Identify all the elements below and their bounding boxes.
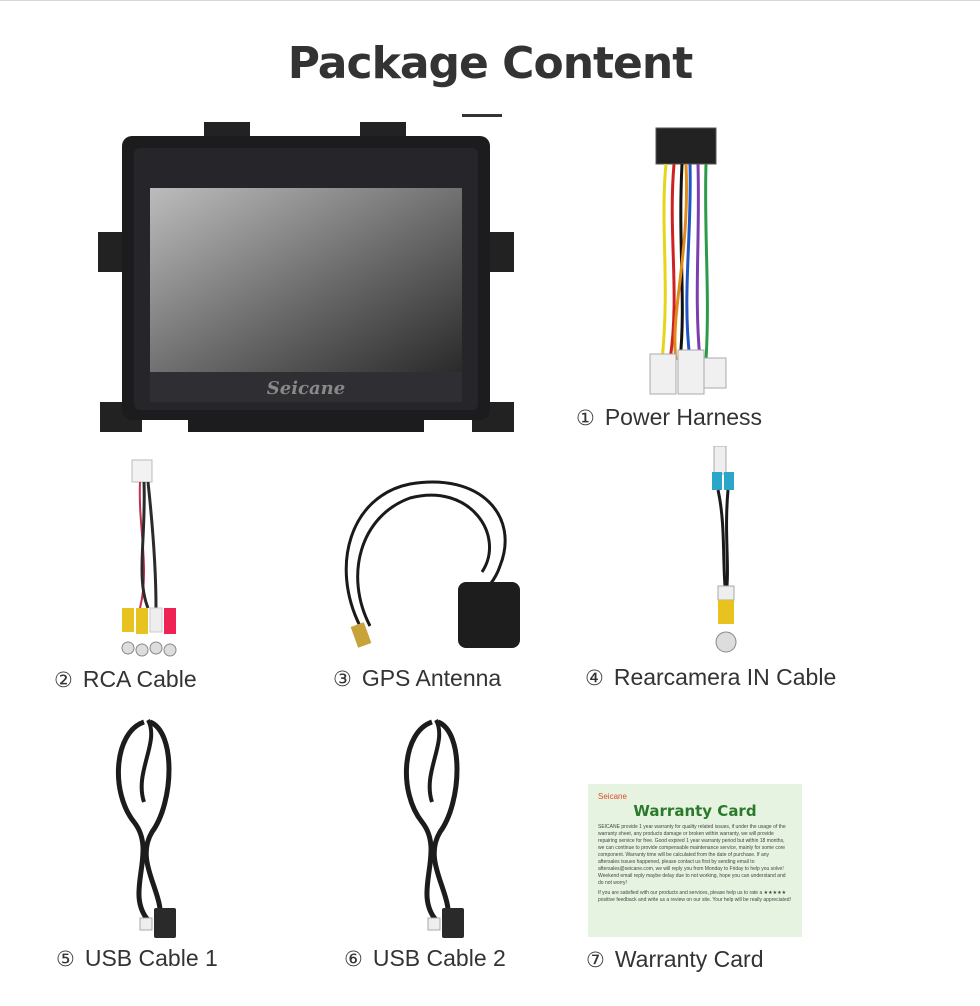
title-underline (462, 114, 502, 117)
warranty-card-image: Seicane Warranty Card SEICANE provide 1 … (588, 784, 802, 937)
warranty-paragraph-2: If you are satisfied with our products a… (598, 890, 791, 903)
warranty-paragraph-1: SEICANE provide 1 year warranty for qual… (598, 824, 786, 886)
warranty-body: SEICANE provide 1 year warranty for qual… (598, 824, 792, 904)
rca-cable-image (110, 458, 190, 668)
gps-antenna-image (330, 476, 530, 656)
rearcamera-cable-image (702, 446, 752, 660)
head-unit-brand: Seicane (267, 378, 345, 399)
power-harness-image (640, 124, 730, 404)
usb-cable-2-image (392, 712, 482, 942)
top-divider (0, 0, 980, 1)
head-unit-image: Seicane (96, 120, 516, 440)
warranty-brand: Seicane (598, 792, 627, 801)
warranty-title: Warranty Card (633, 802, 757, 820)
usb-cable-1-image (104, 712, 194, 942)
page-title: Package Content (287, 38, 694, 89)
